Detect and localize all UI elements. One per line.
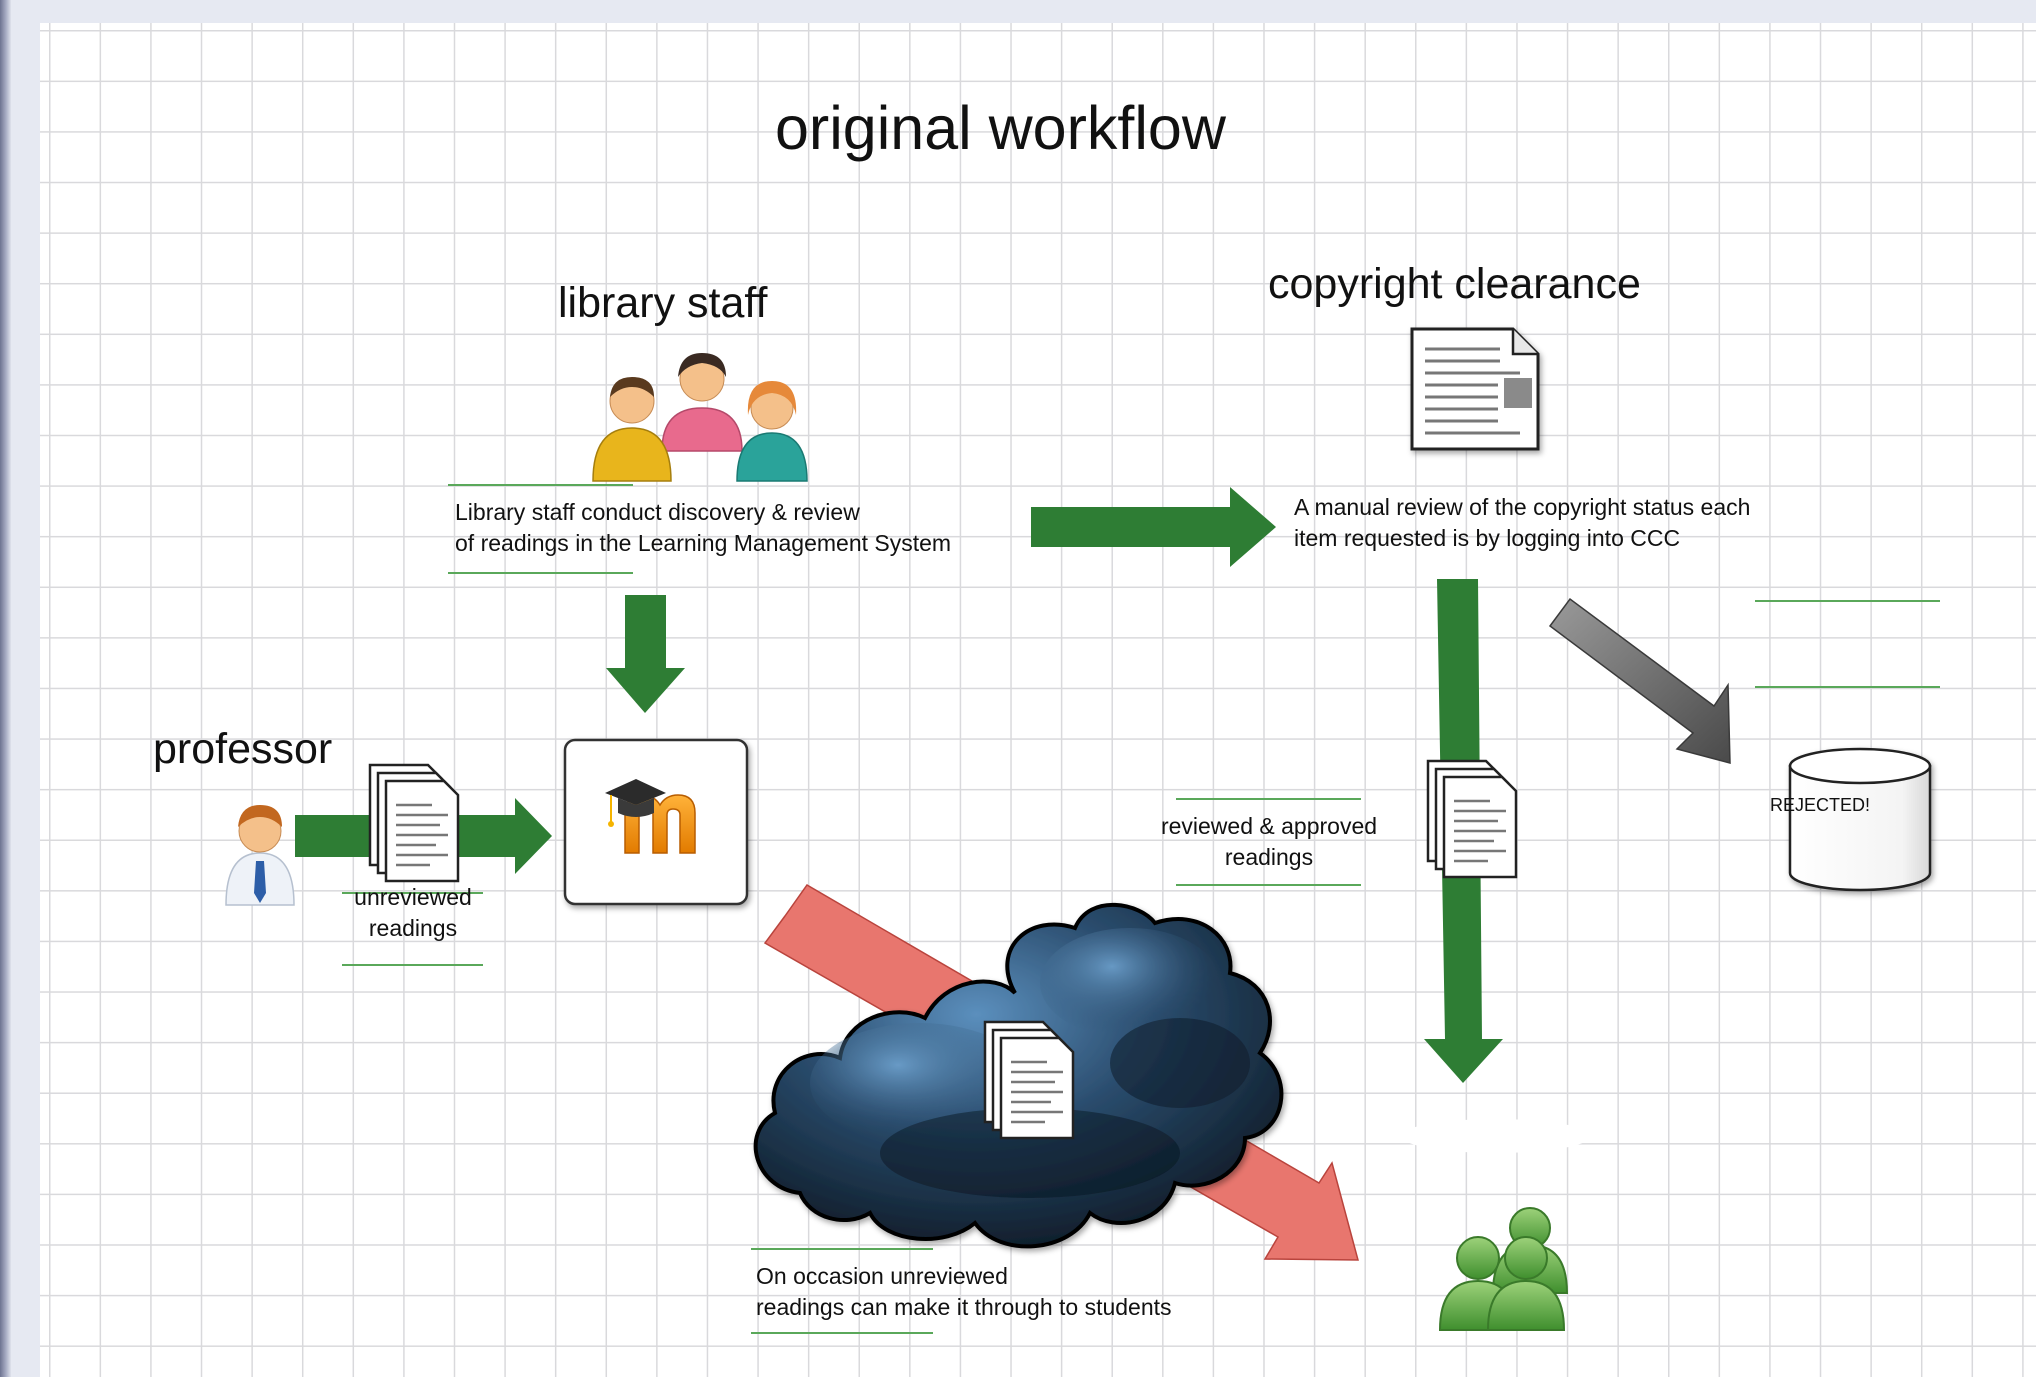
unreviewed-line-2: readings [368, 915, 458, 941]
note-underlines [342, 484, 1940, 1334]
document-icon [1410, 327, 1540, 451]
reviewed-line-2: readings [1224, 844, 1314, 870]
unreviewed-readings-note: unreviewed readings [338, 882, 488, 944]
manual-review-note: A manual review of the copyright status … [1294, 492, 1750, 554]
arrow-staff-to-copyright [1031, 487, 1276, 567]
library-review-line-1: Library staff conduct discovery & review [455, 499, 860, 525]
arrow-staff-to-lms [606, 595, 685, 713]
paper-stack-reviewed [1426, 759, 1518, 879]
occasion-note: On occasion unreviewed readings can make… [756, 1261, 1172, 1323]
diagram-canvas: original workflow library staff copyrigh… [40, 23, 2036, 1377]
rejected-cylinder [1788, 747, 1932, 892]
rejected-label: REJECTED! [1769, 795, 1870, 815]
paper-stack-unreviewed [368, 763, 460, 883]
professor-person-icon [225, 805, 295, 906]
library-staff-label: library staff [558, 279, 768, 327]
window-left-edge [0, 0, 11, 1377]
manual-review-line-2: item requested is by logging into CCC [1294, 525, 1681, 551]
occasion-line-2: readings can make it through to students [756, 1294, 1172, 1320]
manual-review-line-1: A manual review of the copyright status … [1294, 494, 1751, 520]
diagram-title: original workflow [775, 94, 1226, 162]
unreviewed-line-1: unreviewed [354, 884, 472, 910]
copyright-clearance-label: copyright clearance [1268, 260, 1641, 308]
moodle-logo-icon [605, 779, 696, 854]
reviewed-line-1: reviewed & approved [1160, 813, 1378, 839]
occasion-line-1: On occasion unreviewed [756, 1263, 1008, 1289]
diagram-drawing [225, 327, 1940, 1334]
library-review-note: Library staff conduct discovery & review… [455, 497, 951, 559]
library-review-line-2: of readings in the Learning Management S… [455, 530, 952, 556]
library-staff-people-icon [592, 353, 808, 482]
reviewed-readings-note: reviewed & approved readings [1144, 811, 1394, 873]
professor-label: professor [153, 725, 333, 773]
paper-stack-in-cloud [983, 1020, 1075, 1140]
students-people-icon [1401, 1119, 1591, 1331]
lms-moodle-box [563, 738, 749, 906]
arrow-to-rejected [1548, 597, 1731, 764]
